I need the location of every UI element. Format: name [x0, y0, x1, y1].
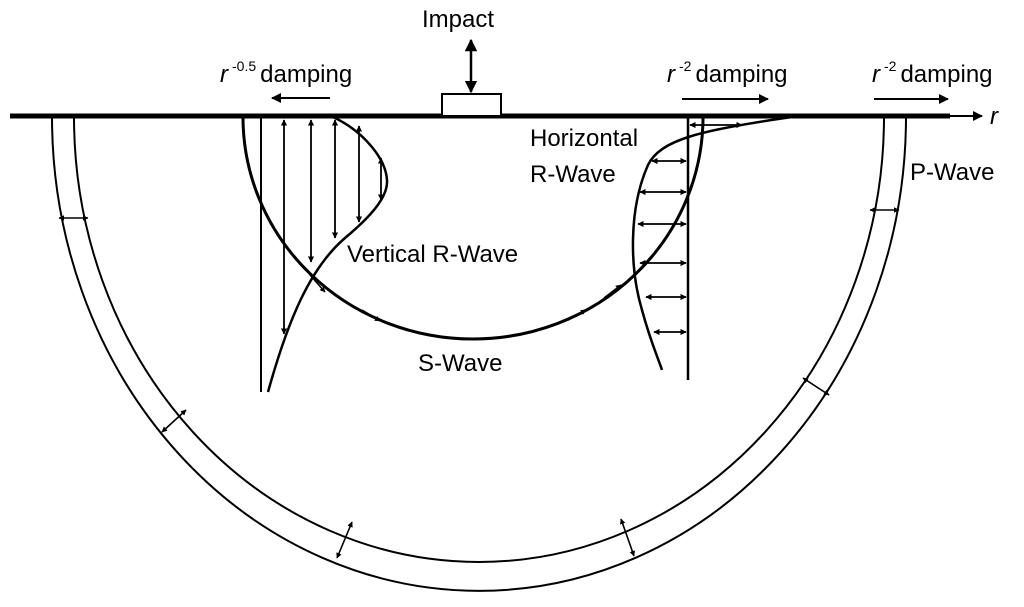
r-axis-label: r [990, 103, 999, 130]
impact-label: Impact [422, 6, 494, 33]
horizontal-r-wave-profile [631, 115, 793, 380]
p-wave-band [51, 116, 907, 592]
p-wave-label: P-Wave [910, 159, 994, 186]
tangent-arrow [603, 284, 622, 299]
tangent-arrow [567, 309, 587, 321]
band-arrow [802, 377, 830, 396]
horizontal-r-wave-label-line1: Horizontal [530, 125, 638, 152]
vertical-r-wave-profile [260, 115, 389, 393]
vertical-r-wave-label: Vertical R-Wave [347, 241, 518, 268]
impact-block [441, 93, 502, 117]
band-arrow [336, 521, 353, 559]
p-wave-band-arrows [58, 207, 900, 559]
s-wave-tangent-arrows [309, 274, 622, 322]
horizontal-r-wave-label-line2: R-Wave [530, 161, 616, 188]
vertical-r-wave-arrows [280, 119, 385, 335]
band-arrow [620, 518, 635, 557]
s-wave-label: S-Wave [418, 350, 502, 377]
p-wave-outer-arc [51, 116, 907, 592]
p-wave-inner-arc [73, 116, 885, 563]
vertical-r-wave-curve [266, 115, 389, 393]
horizontal-r-wave-curve [631, 115, 793, 371]
band-arrow [161, 409, 187, 433]
horizontal-r-wave-arrows [637, 121, 743, 336]
tangent-arrow [361, 309, 381, 322]
